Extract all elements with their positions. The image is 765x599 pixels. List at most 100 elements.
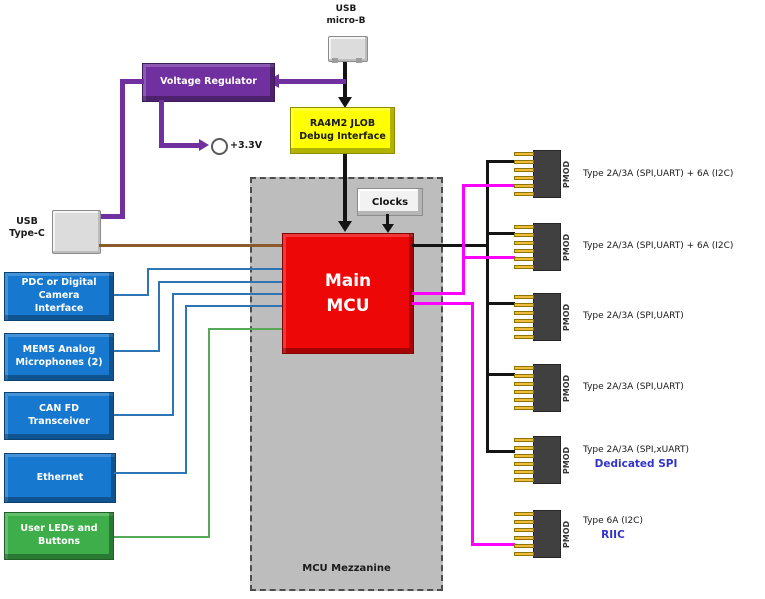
debug-interface-box: RA4M2 JLOB Debug Interface xyxy=(290,107,395,154)
pmod6-type-label: Type 6A (I2C) RIIC xyxy=(583,516,643,541)
pmod3-type-label: Type 2A/3A (SPI,UART) xyxy=(583,311,684,321)
usb-typec-connector-icon xyxy=(52,210,101,254)
pmod3-pin xyxy=(514,327,534,331)
mcu-mezzanine-label: MCU Mezzanine xyxy=(302,563,391,574)
wire-vreg-to-usbc xyxy=(98,214,125,219)
clocks-box: Clocks xyxy=(357,188,423,216)
wire-leds-v xyxy=(208,328,210,538)
pmod3-pin xyxy=(514,335,534,339)
pmod1-rotated-label: PMOD xyxy=(562,160,572,188)
pmod5-pin xyxy=(514,446,534,450)
wire-magenta2-out xyxy=(412,302,474,305)
pmod5-pin xyxy=(514,438,534,442)
wire-debug-to-mcu xyxy=(343,154,347,224)
wire-magenta1-pmod1 xyxy=(462,184,515,187)
wire-pdc-h2 xyxy=(147,268,282,270)
peripheral-box-ethernet: Ethernet xyxy=(4,453,116,503)
wire-pdc-h1 xyxy=(114,294,149,296)
wire-clocks-to-mcu xyxy=(386,214,389,225)
wire-vreg-33v-v xyxy=(159,100,164,148)
usb-microb-connector-icon xyxy=(328,36,368,62)
pmod6-pin xyxy=(514,512,534,516)
pmod5-rotated-label: PMOD xyxy=(562,446,572,474)
pmod2-pin xyxy=(514,233,534,237)
wire-magenta2-pmod6 xyxy=(471,543,515,546)
wire-magenta2-v xyxy=(471,302,474,546)
wire-usb-to-vreg xyxy=(277,79,346,84)
pmod5-connector-icon xyxy=(533,436,561,484)
pmod2-connector-icon xyxy=(533,223,561,271)
pmod3-connector-icon xyxy=(533,293,561,341)
pmod3-rotated-label: PMOD xyxy=(562,303,572,331)
pmod4-rotated-label: PMOD xyxy=(562,374,572,402)
pmod5-pin xyxy=(514,470,534,474)
wire-black-pmod5 xyxy=(486,450,515,453)
pmod2-type-label: Type 2A/3A (SPI,UART) + 6A (I2C) xyxy=(583,241,734,251)
peripheral-box-leds: User LEDs and Buttons xyxy=(4,512,114,560)
pmod5-pin xyxy=(514,462,534,466)
wire-canfd-v xyxy=(172,293,174,416)
pmod4-pin xyxy=(514,374,534,378)
pmod1-pin xyxy=(514,168,534,172)
pmod5-pin xyxy=(514,454,534,458)
pmod1-pin xyxy=(514,176,534,180)
usb-microb-connector-foot xyxy=(332,58,338,63)
wire-mems-h2 xyxy=(158,281,282,283)
wire-ethernet-h2 xyxy=(185,305,282,307)
usb-typec-label: USB Type-C xyxy=(9,216,45,240)
wire-black-bus xyxy=(486,160,489,453)
pmod1-connector-icon xyxy=(533,150,561,198)
pmod6-pin xyxy=(514,552,534,556)
pmod2-pin xyxy=(514,225,534,229)
pmod3-pin xyxy=(514,311,534,315)
pmod2-rotated-label: PMOD xyxy=(562,233,572,261)
pmod1-pin xyxy=(514,184,534,188)
wire-vreg-33v-h xyxy=(159,143,200,148)
peripheral-box-pdc: PDC or Digital Camera Interface xyxy=(4,272,114,321)
peripheral-box-canfd: CAN FD Transceiver xyxy=(4,392,114,440)
wire-canfd-h2 xyxy=(172,293,282,295)
pmod4-pin xyxy=(514,390,534,394)
voltage-regulator-box: Voltage Regulator xyxy=(142,63,275,102)
pmod4-type-label: Type 2A/3A (SPI,UART) xyxy=(583,382,684,392)
pmod4-pin xyxy=(514,382,534,386)
pmod6-connector-icon xyxy=(533,510,561,558)
pmod6-pin xyxy=(514,520,534,524)
pmod4-pin xyxy=(514,366,534,370)
wire-leds-h2 xyxy=(208,328,282,330)
wire-magenta1-out xyxy=(412,292,465,295)
wire-leds-h1 xyxy=(114,536,210,538)
pmod4-pin xyxy=(514,398,534,402)
pmod6-pin xyxy=(514,536,534,540)
wire-black-pmod3 xyxy=(486,302,515,305)
wire-magenta1-v xyxy=(462,184,465,295)
peripheral-box-mems: MEMS Analog Microphones (2) xyxy=(4,333,114,381)
wire-mems-h1 xyxy=(114,350,160,352)
pmod5-pin xyxy=(514,478,534,482)
pmod1-pin xyxy=(514,152,534,156)
arrowhead-33v-icon xyxy=(199,139,209,151)
wire-mcu-black-out xyxy=(412,244,489,247)
wire-vreg-left-h xyxy=(120,79,144,84)
wire-vreg-left-v xyxy=(120,79,125,219)
usb-microb-connector-foot xyxy=(356,58,362,63)
pmod1-type-label: Type 2A/3A (SPI,UART) + 6A (I2C) xyxy=(583,169,734,179)
pmod2-pin xyxy=(514,257,534,261)
pmod2-pin xyxy=(514,241,534,245)
wire-pdc-v xyxy=(147,268,149,296)
pmod6-rotated-label: PMOD xyxy=(562,520,572,548)
pmod4-connector-icon xyxy=(533,364,561,412)
wire-black-pmod4 xyxy=(486,373,515,376)
wire-mems-v xyxy=(158,281,160,352)
wire-ethernet-v xyxy=(185,305,187,474)
pmod4-pin xyxy=(514,406,534,410)
pmod2-pin xyxy=(514,249,534,253)
pmod1-pin xyxy=(514,192,534,196)
arrowhead-into-debug-icon xyxy=(338,97,352,108)
wire-magenta1-pmod2 xyxy=(462,256,515,259)
pmod3-pin xyxy=(514,295,534,299)
pmod6-pin xyxy=(514,544,534,548)
arrowhead-into-mcu-icon xyxy=(338,221,352,232)
wire-black-pmod2 xyxy=(486,232,515,235)
